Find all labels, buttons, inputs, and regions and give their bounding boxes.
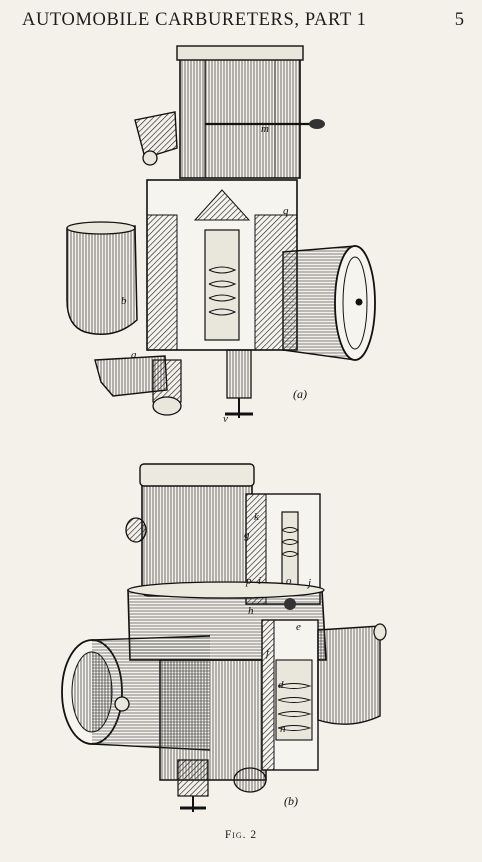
label-d: d [278,679,284,691]
label-k: k [254,511,260,523]
carburetor-drawing-b: k g p i o j h e f d n (b) [61,463,387,812]
running-head: AUTOMOBILE CARBURETERS, PART 1 5 [22,10,464,34]
float-chamber-a [66,225,138,335]
figure-b-sublabel: (b) [284,794,298,808]
throttle-lever-a [134,111,178,159]
carburetor-drawing-a: m q b a v (a) [66,45,376,425]
label-a: a [131,349,137,361]
fuel-inlet-a [94,355,168,397]
label-i: i [258,575,261,587]
label-q: q [283,205,289,217]
label-m: m [261,123,269,135]
label-v: v [223,413,228,425]
page-number: 5 [454,10,464,30]
air-tube-a [179,47,301,179]
carburetor-illustration-a: m q b a v (a) [55,40,385,425]
label-j: j [306,577,311,589]
figure-caption: Fig. 2 [224,829,258,841]
label-e: e [296,621,301,633]
label-g: g [244,529,250,541]
carburetor-illustration-b: k g p i o j h e f d n (b) [50,460,390,820]
figure-a-sublabel: (a) [293,387,307,401]
label-o: o [286,575,292,587]
label-f: f [266,647,271,659]
label-n: n [280,723,286,735]
label-b: b [121,295,127,307]
label-h: h [248,605,254,617]
label-p: p [245,575,252,587]
running-title: AUTOMOBILE CARBURETERS, PART 1 [22,10,367,30]
